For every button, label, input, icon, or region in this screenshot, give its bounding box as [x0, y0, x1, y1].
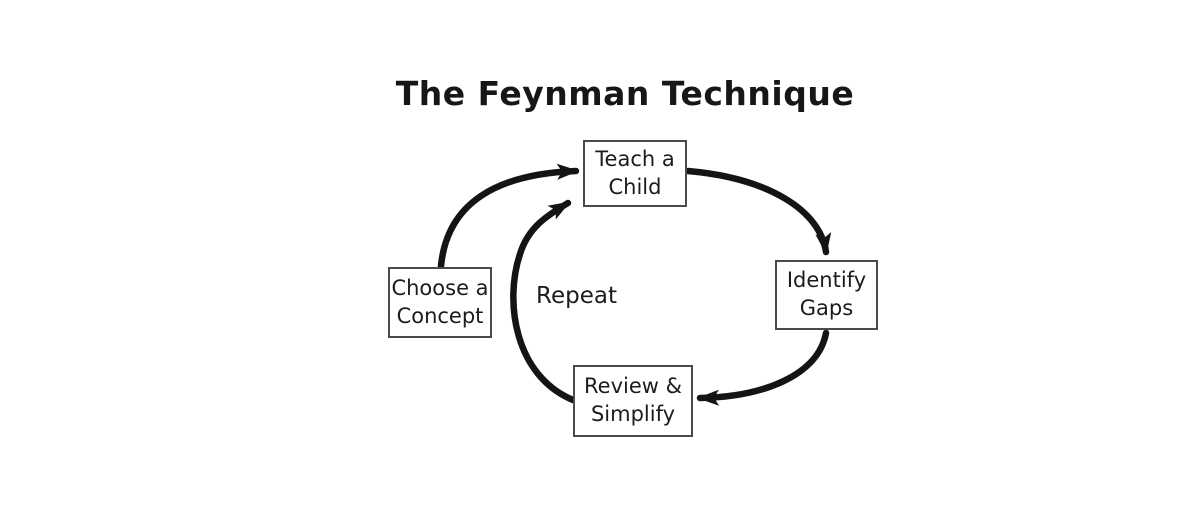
node-teach-a-child: Teach a Child	[583, 140, 687, 207]
node-review-and-simplify-label: Review & Simplify	[584, 374, 682, 426]
arrow-repeat-review-to-teach	[510, 199, 577, 404]
arrow-choose-to-teach	[437, 163, 580, 270]
repeat-label: Repeat	[536, 283, 617, 309]
node-identify-gaps-label: Identify Gaps	[786, 268, 867, 320]
node-identify-gaps: Identify Gaps	[775, 260, 878, 330]
node-choose-a-concept-label: Choose a Concept	[391, 275, 489, 328]
node-choose-a-concept: Choose a Concept	[388, 267, 492, 338]
arrow-identify-to-review	[696, 329, 830, 406]
diagram-title: The Feynman Technique	[395, 74, 855, 113]
node-teach-a-child-label: Teach a Child	[595, 146, 675, 199]
node-review-and-simplify: Review & Simplify	[573, 365, 693, 437]
arrow-teach-to-identify	[684, 167, 832, 256]
